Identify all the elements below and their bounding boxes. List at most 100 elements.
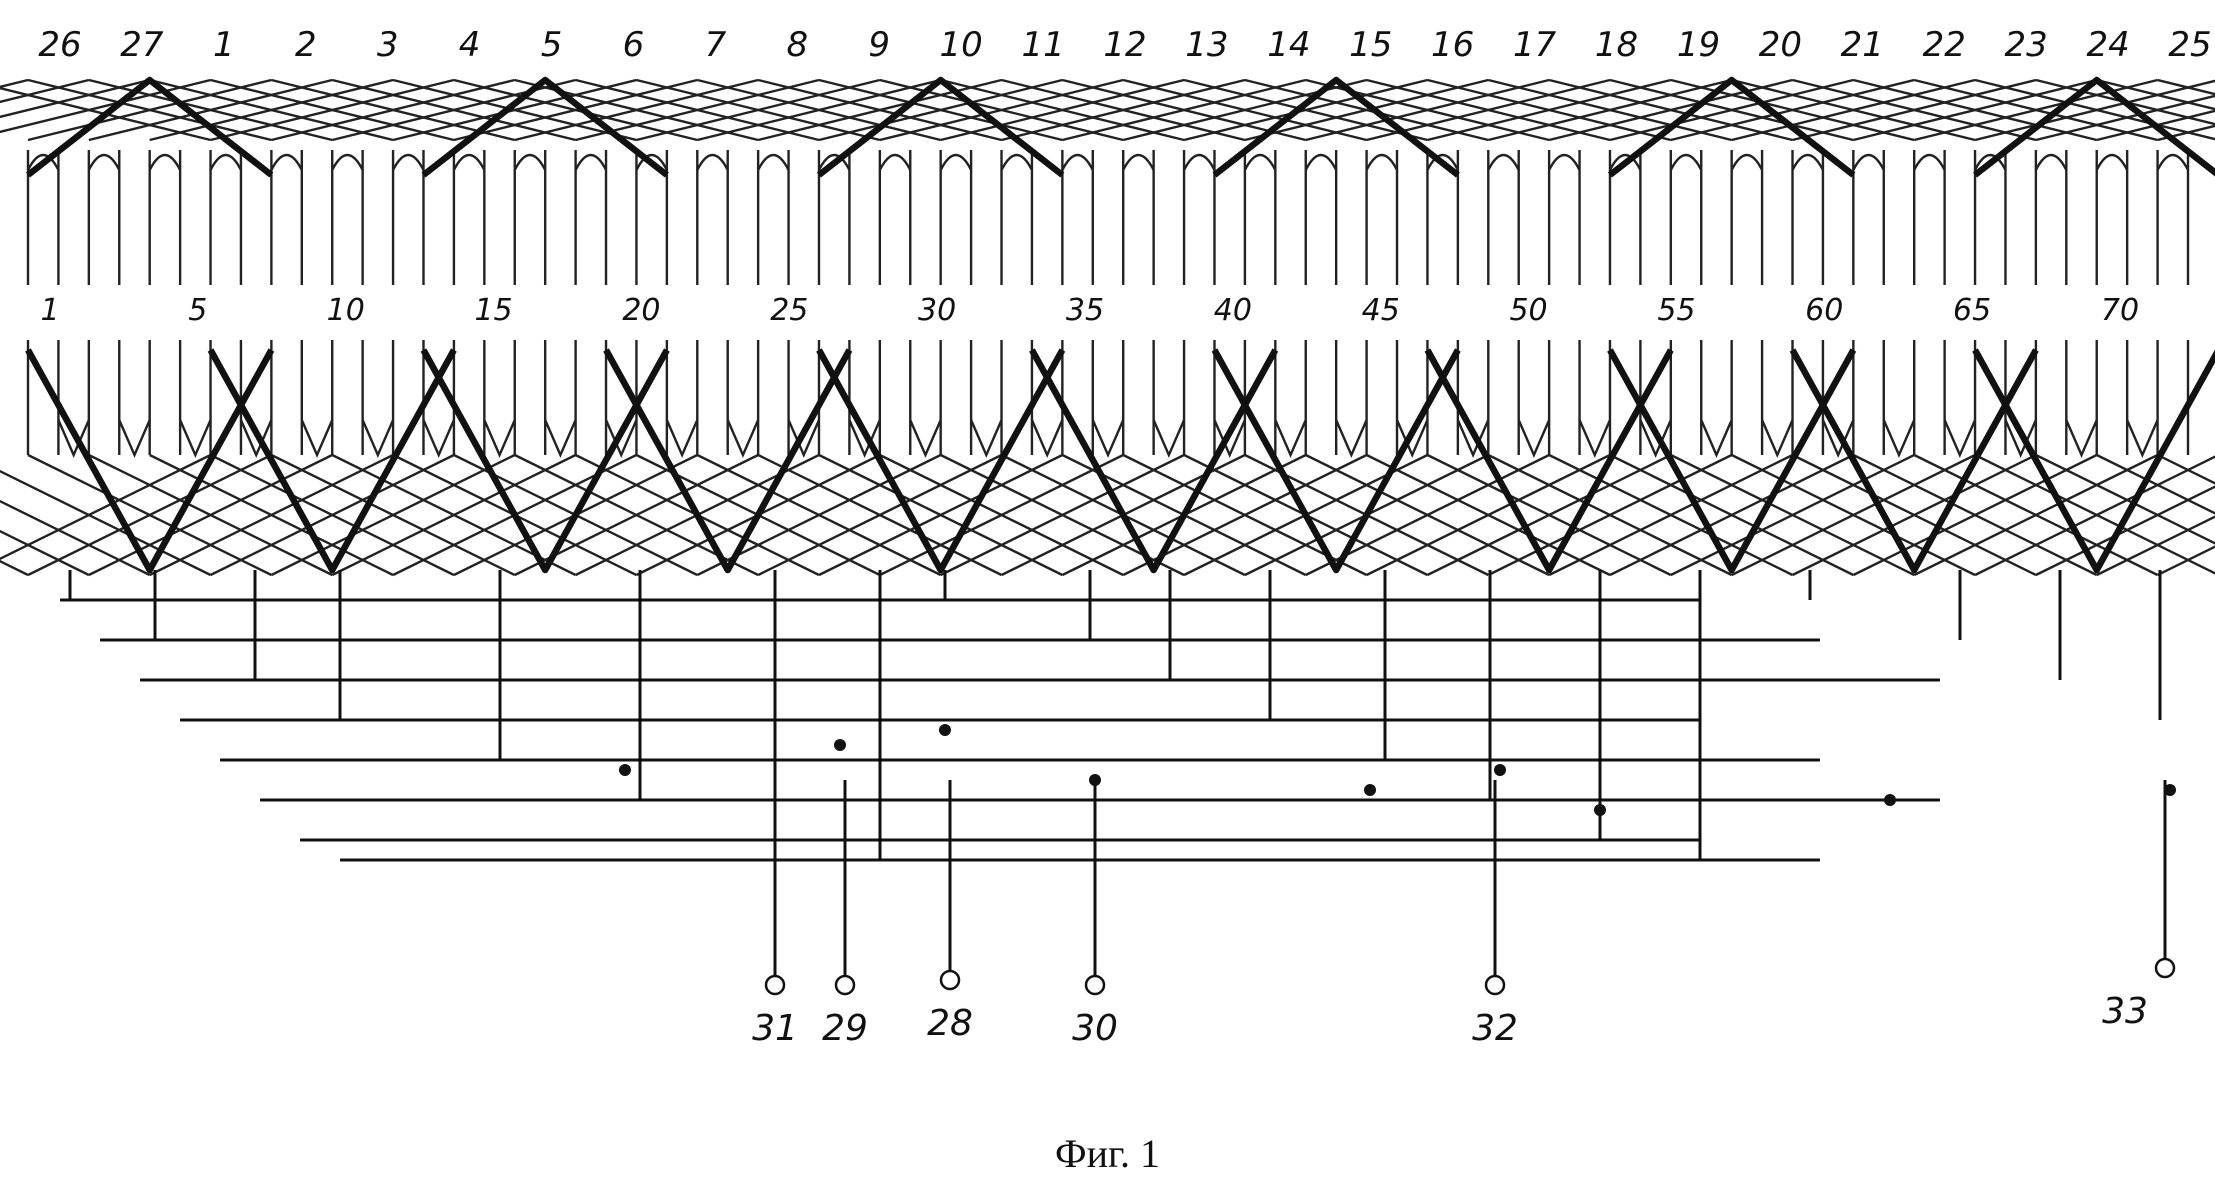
end-connection (2157, 124, 2215, 142)
phase-coil-bottom (816, 348, 1066, 574)
phase-coil-top (1607, 76, 1856, 178)
end-connection (1913, 78, 2158, 142)
coil-notch (665, 419, 699, 459)
coil-notch (1578, 419, 1612, 459)
coil-end-turn (452, 153, 486, 171)
coil-end-turn (148, 153, 182, 171)
slot-number-label: 70 (2101, 293, 2139, 328)
coil-group-label: 8 (786, 25, 808, 65)
coil-end-turn (2095, 153, 2129, 171)
slot-number-label: 1 (40, 293, 59, 328)
end-connection (0, 529, 90, 577)
coil-end-turn (1061, 153, 1094, 171)
terminal-label: 30 (1072, 1008, 1118, 1049)
slot-number-label: 55 (1657, 293, 1695, 328)
coil-notch (726, 419, 760, 459)
coil-group-label: 3 (377, 25, 399, 65)
coil-group-label: 1 (213, 25, 235, 65)
end-connection (1852, 453, 2098, 577)
end-connection (27, 78, 272, 142)
coil-group-label: 2 (295, 25, 317, 65)
coil-notch (544, 419, 577, 459)
end-connection (514, 78, 759, 142)
figure-caption: Фиг. 1 (1055, 1131, 1160, 1176)
phase-coil-bottom (1029, 348, 1279, 574)
terminal-label: 31 (752, 1008, 798, 1049)
end-connection (1305, 78, 1550, 142)
coil-end-turn (696, 153, 729, 171)
coil-end-turn (1122, 153, 1155, 171)
slot-number-label: 25 (770, 293, 808, 328)
lead-wires (60, 570, 2162, 862)
coil-group-label: 7 (705, 25, 727, 65)
end-connection (392, 78, 637, 142)
end-connection (2157, 78, 2215, 96)
junction-dot (939, 724, 951, 736)
coil-end-turn (1913, 153, 1946, 171)
end-connection (818, 78, 1063, 142)
coil-end-turn (1791, 153, 1825, 171)
slot-number-label: 15 (474, 293, 512, 328)
coil-notch (2126, 419, 2159, 459)
coil-group-label: 25 (2168, 25, 2211, 65)
coil-end-turn (2034, 153, 2068, 171)
end-connection (1609, 78, 1854, 142)
end-connection (757, 78, 1002, 142)
junction-dot (619, 764, 631, 776)
end-connection (1487, 453, 1733, 577)
end-connection (453, 78, 698, 142)
coil-end-turn (878, 153, 912, 171)
coil-end-turn (635, 153, 668, 171)
coil-group-label: 26 (38, 25, 81, 65)
coil-notch (1030, 419, 1064, 459)
end-connection (270, 453, 516, 577)
coil-group-label: 22 (1923, 25, 1966, 65)
coil-group-label: 23 (2005, 25, 2048, 65)
terminal-circle (1084, 974, 1106, 996)
end-connection (1001, 78, 1246, 142)
end-connection (1548, 453, 1794, 577)
end-connection (2035, 94, 2215, 142)
end-connection (0, 469, 212, 577)
phase-coil-bottom (1607, 348, 1857, 574)
end-connection (1731, 78, 1976, 142)
slot-number-label: 10 (327, 293, 365, 328)
coil-notch (787, 419, 821, 459)
end-connection (2096, 109, 2215, 142)
terminal-label: 28 (927, 1003, 973, 1044)
junction-dot (1594, 804, 1606, 816)
terminal-label: 32 (1472, 1008, 1518, 1049)
end-connection (1366, 453, 1611, 577)
terminal-circle (764, 974, 786, 996)
end-connection (2096, 515, 2215, 577)
end-connection (1609, 453, 1854, 577)
terminal-label: 33 (2102, 991, 2148, 1032)
coil-notch (422, 419, 456, 459)
coil-notch (604, 419, 638, 459)
coil-notch (1821, 419, 1855, 459)
phase-coil-bottom (1424, 348, 1674, 574)
coil-end-turn (757, 153, 790, 171)
end-connection (1183, 78, 1428, 142)
end-connection (2157, 453, 2215, 485)
coil-notch (1213, 419, 1247, 459)
end-connection (0, 499, 151, 577)
coil-end-turn (1548, 153, 1581, 171)
coil-end-turn (2156, 153, 2190, 171)
end-connection (88, 78, 333, 142)
coil-notch (1882, 419, 1916, 459)
coil-notch (361, 419, 395, 459)
coil-notch (1700, 419, 1733, 459)
phase-coil-bottom (1211, 348, 1461, 574)
coil-group-label: 27 (120, 25, 164, 65)
coil-end-turn (1243, 153, 1277, 171)
end-connection (1913, 453, 2159, 577)
phase-coil-bottom (207, 348, 457, 574)
coil-group-label: 9 (868, 25, 890, 65)
phase-coil-top (26, 76, 274, 178)
coil-end-turn (939, 153, 973, 171)
slot-number-label: 65 (1953, 293, 1991, 328)
coil-end-turn (1669, 153, 1703, 171)
